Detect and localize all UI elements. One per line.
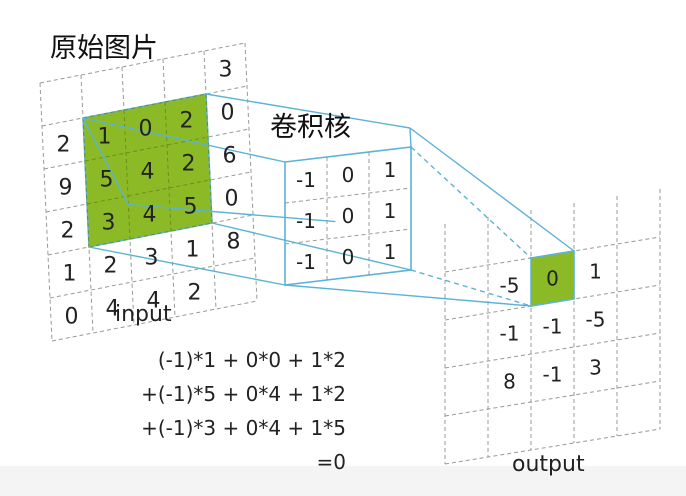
projection-lines [82, 93, 575, 307]
input-cell-value: 5 [100, 167, 114, 192]
input-cell-value: 2 [61, 218, 75, 243]
proj-line-apex [409, 127, 412, 148]
highlight-grid-vline [164, 101, 172, 232]
kernel-cell-value: -1 [296, 168, 316, 192]
proj-line-lower-right [211, 222, 412, 271]
proj-line-upper-left [82, 117, 286, 163]
output-cell-value: -1 [500, 322, 520, 346]
input-cell-value: 1 [186, 237, 200, 262]
input-cell-value: 0 [65, 304, 79, 329]
input-cell-value: 1 [63, 261, 77, 286]
output-cell-value: -5 [586, 308, 606, 332]
proj-line-to-output-c [284, 284, 532, 307]
formula-line-3: +(-1)*3 + 0*4 + 1*5 [141, 416, 346, 440]
input-cell-value: 2 [57, 132, 71, 157]
kernel-cell-value: 0 [342, 245, 355, 269]
output-cell-value: -5 [500, 274, 520, 298]
input-cell-value: 5 [184, 194, 198, 219]
input-cell-value: 4 [147, 288, 161, 313]
output-hline [444, 332, 661, 369]
formula-line-2: +(-1)*5 + 0*4 + 1*2 [141, 382, 346, 406]
output-cell-value: -1 [543, 315, 563, 339]
output-highlight-cell [530, 250, 575, 307]
convolution-diagram: 3 2 1 0 2 0 9 5 4 2 6 2 3 4 5 0 1 2 3 1 8 0 4 4 2 -1 0 1 -1 0 1 -1 0 1 -5 0… [39, 42, 661, 465]
input-cell-value: 1 [98, 124, 112, 149]
proj-line-lower-left [88, 246, 286, 286]
output-cell-value: 1 [589, 260, 602, 284]
output-cell-value: -1 [543, 363, 563, 387]
proj-line-top [205, 93, 411, 129]
highlight-grid-vline [205, 93, 213, 224]
output-cell-value: 0 [546, 267, 559, 291]
footer-strip [0, 466, 686, 496]
output-label: output [512, 452, 585, 477]
formula-line-1: (-1)*1 + 0*0 + 1*2 [157, 348, 346, 372]
input-cell-value: 2 [104, 253, 118, 278]
proj-line-to-output-top [409, 127, 575, 252]
proj-line-diagonal [82, 117, 130, 205]
input-cell-value: 3 [219, 57, 233, 82]
input-cell-value: 4 [141, 159, 155, 184]
kernel-cell-value: 1 [384, 240, 397, 264]
proj-line-to-output-a [410, 146, 532, 259]
output-grid [444, 189, 661, 465]
input-cell-value: 0 [221, 100, 235, 125]
input-cell-value: 4 [143, 202, 157, 227]
kernel-cell-value: 0 [342, 204, 355, 228]
highlight-grid-vline [82, 117, 90, 248]
kernel-cell-value: 0 [342, 163, 355, 187]
highlight-grid-vline [123, 109, 131, 240]
kernel-cell-value: 1 [384, 199, 397, 223]
input-cell-value: 3 [145, 245, 159, 270]
input-cell-value: 8 [227, 229, 241, 254]
input-cell-value: 3 [102, 210, 116, 235]
output-cell-value: 8 [503, 370, 516, 394]
input-cell-value: 0 [225, 186, 239, 211]
output-hline [444, 428, 661, 465]
proj-line-diagonal-2 [128, 203, 336, 223]
kernel-hline [284, 228, 412, 245]
kernel-grid [284, 146, 412, 286]
kernel-hline [284, 187, 412, 204]
input-cell-value: 2 [182, 151, 196, 176]
output-hline [444, 380, 661, 417]
kernel-cell-value: -1 [296, 250, 316, 274]
output-cell-value: 3 [589, 356, 602, 380]
grid-values: 3 2 1 0 2 0 9 5 4 2 6 2 3 4 5 0 1 2 3 1 8 0 4 4 2 -1 0 1 -1 0 1 -1 0 1 -5 0… [57, 57, 606, 393]
input-grid-vline [244, 42, 258, 302]
input-cell-value: 2 [188, 280, 202, 305]
input-cell-value: 2 [180, 108, 194, 133]
kernel-cell-value: 1 [384, 158, 397, 182]
kernel-label: 卷积核 [270, 112, 351, 143]
input-label: input [115, 302, 172, 327]
formula-line-4: =0 [316, 450, 346, 474]
proj-line-to-output-b [410, 269, 532, 307]
input-cell-value: 0 [139, 116, 153, 141]
input-cell-value: 9 [59, 175, 73, 200]
input-cell-value: 4 [106, 296, 120, 321]
original-image-label: 原始图片 [50, 33, 158, 64]
formula-block: (-1)*1 + 0*0 + 1*2 +(-1)*5 + 0*4 + 1*2 +… [141, 343, 346, 479]
input-cell-value: 6 [223, 143, 237, 168]
kernel-cell-value: -1 [296, 209, 316, 233]
